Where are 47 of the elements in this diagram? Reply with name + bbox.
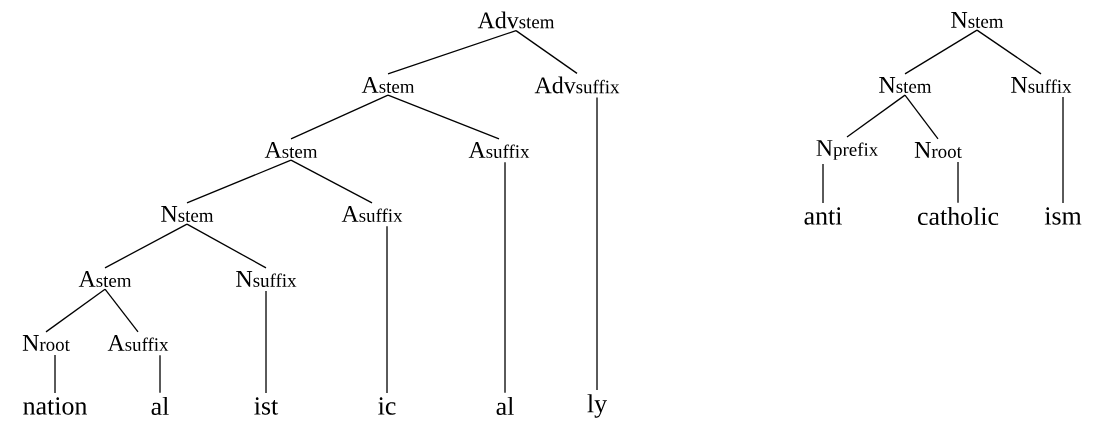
category-label: Nroot (914, 142, 962, 158)
branch-line (596, 96, 598, 391)
category-label: Advsuffix (534, 76, 620, 94)
category-label: Astem (264, 142, 318, 158)
branch-line (186, 223, 267, 269)
category-label: Nstem (161, 206, 214, 222)
category-label: Advstem (477, 11, 555, 29)
category-label: Astem (78, 271, 132, 287)
branch-line (976, 29, 1042, 75)
branch-line (186, 159, 292, 204)
morpheme-word: catholic (918, 206, 999, 226)
branch-line (387, 29, 517, 75)
branch-line (265, 290, 267, 394)
branch-line (904, 94, 939, 140)
category-label: Astem (361, 77, 415, 93)
category-label: Nsuffix (1011, 77, 1072, 93)
morpheme-word: ism (1044, 207, 1082, 225)
branch-line (104, 288, 139, 333)
category-label: Nsuffix (236, 271, 297, 287)
morpheme-word: al (496, 396, 514, 416)
category-label: Asuffix (107, 335, 169, 351)
morpheme-word: ist (254, 397, 279, 415)
morpheme-word: ly (587, 394, 607, 418)
morpheme-word: nation (23, 397, 87, 415)
branch-line (290, 159, 373, 204)
morpheme-word: ic (378, 397, 396, 415)
category-label: Asuffix (468, 142, 530, 158)
branch-line (504, 161, 506, 394)
branch-line (159, 354, 161, 394)
branch-line (290, 94, 389, 140)
branch-line (54, 354, 56, 394)
branch-line (957, 161, 959, 204)
category-label: Nstem (951, 12, 1004, 28)
category-label: Nstem (879, 77, 932, 93)
branch-line (386, 225, 388, 394)
branch-line (104, 223, 188, 269)
branch-line (1062, 96, 1064, 204)
branch-line (45, 288, 106, 333)
category-label: Nroot (22, 335, 70, 351)
category-label: Asuffix (341, 206, 403, 222)
branch-line (904, 29, 978, 75)
morpheme-word: anti (804, 207, 842, 225)
branch-line (515, 29, 578, 75)
branch-line (846, 94, 906, 138)
morpheme-word: al (151, 396, 169, 416)
branch-line (822, 163, 824, 204)
branch-line (387, 94, 500, 140)
